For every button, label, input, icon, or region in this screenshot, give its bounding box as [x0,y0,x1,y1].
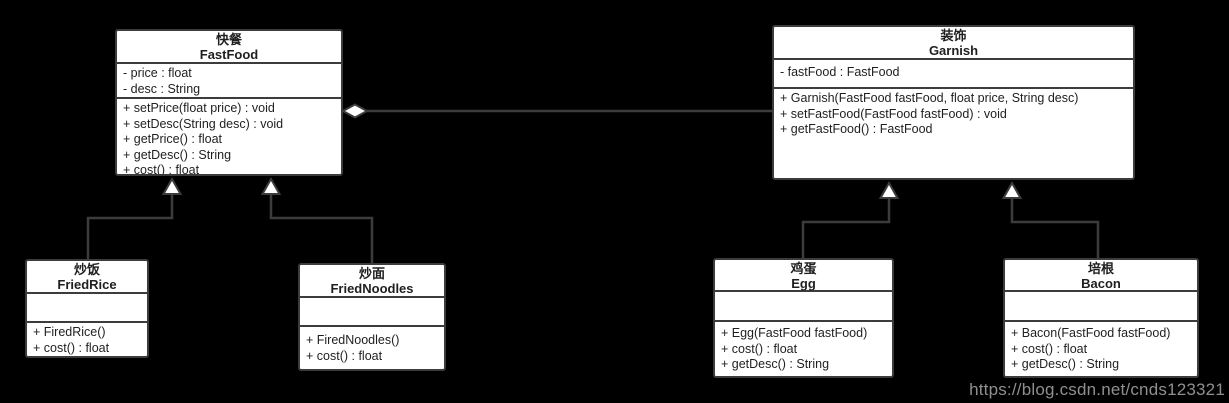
class-node-bacon: 培根 Bacon + Bacon(FastFood fastFood) + co… [1003,258,1199,378]
method-line: + cost() : float [306,348,383,363]
class-node-garnish: 装饰 Garnish - fastFood : FastFood + Garni… [772,25,1135,180]
class-garnish-attributes: - fastFood : FastFood [774,60,1133,89]
method-line: + getDesc() : String [721,357,830,371]
generalization-edge-egg-garnish [801,180,900,258]
aggregation-edge-garnish-fastfood [340,103,772,119]
method-line: + Bacon(FastFood fastFood) [1011,326,1171,340]
method-line: + setDesc(String desc) : void [123,116,284,131]
class-bacon-name-en: Bacon [1081,276,1121,291]
class-fastfood-name-en: FastFood [199,47,259,62]
class-friednoodles-name-zh: 炒面 [358,266,385,281]
method-line: + cost() : float [1011,341,1088,356]
class-garnish-name-zh: 装饰 [940,28,967,43]
method-line: + Garnish(FastFood fastFood, float price… [780,91,1079,105]
class-garnish-methods: + Garnish(FastFood fastFood, float price… [774,89,1133,178]
method-line: + cost() : float [123,163,200,176]
inheritance-arrowhead-icon [1001,180,1023,199]
generalization-edge-friednoodles-fastfood [260,176,374,263]
class-fastfood-name-zh: 快餐 [215,32,242,47]
method-line: + FiredRice() [33,325,106,339]
class-friednoodles-title: 炒面 FriedNoodles [300,265,444,298]
inheritance-arrowhead-icon [161,176,183,195]
class-node-fastfood: 快餐 FastFood - price : float - desc : Str… [115,29,343,176]
inheritance-arrowhead-icon [260,176,282,195]
class-node-egg: 鸡蛋 Egg + Egg(FastFood fastFood) + cost()… [713,258,894,378]
class-egg-attributes-empty [715,292,892,322]
class-bacon-methods: + Bacon(FastFood fastFood) + cost() : fl… [1005,322,1197,376]
method-line: + setFastFood(FastFood fastFood) : void [780,106,1007,121]
class-egg-title: 鸡蛋 Egg [715,260,892,292]
class-egg-methods: + Egg(FastFood fastFood) + cost() : floa… [715,322,892,376]
class-node-friednoodles: 炒面 FriedNoodles + FiredNoodles() + cost(… [298,263,446,371]
class-egg-name-zh: 鸡蛋 [790,261,817,276]
class-garnish-title: 装饰 Garnish [774,27,1133,60]
aggregation-diamond-icon [340,103,370,119]
class-node-friedrice: 炒饭 FriedRice + FiredRice() + cost() : fl… [25,259,149,358]
method-line: + getFastFood() : FastFood [780,122,933,136]
class-fastfood-attributes: - price : float - desc : String [117,64,341,99]
inheritance-arrowhead-icon [878,180,900,199]
class-friednoodles-name-en: FriedNoodles [330,281,414,296]
class-friednoodles-attributes-empty [300,298,444,327]
attribute-line: - fastFood : FastFood [780,65,900,79]
class-friedrice-methods: + FiredRice() + cost() : float [27,323,147,356]
method-line: + FiredNoodles() [306,333,400,347]
attribute-line: - desc : String [123,81,201,96]
method-line: + setPrice(float price) : void [123,101,275,115]
class-friedrice-name-en: FriedRice [57,277,117,292]
method-line: + Egg(FastFood fastFood) [721,326,868,340]
method-line: + cost() : float [721,341,798,356]
class-bacon-attributes-empty [1005,292,1197,322]
method-line: + cost() : float [33,340,110,355]
attribute-line: - price : float [123,66,192,80]
class-fastfood-title: 快餐 FastFood [117,31,341,64]
method-line: + getDesc() : String [1011,357,1120,371]
class-friedrice-name-zh: 炒饭 [73,262,100,277]
csdn-watermark: https://blog.csdn.net/cnds123321 [969,380,1225,399]
class-friedrice-attributes-empty [27,294,147,323]
method-line: + getPrice() : float [123,132,222,146]
class-bacon-name-zh: 培根 [1087,261,1114,276]
class-friednoodles-methods: + FiredNoodles() + cost() : float [300,327,444,369]
class-garnish-name-en: Garnish [928,43,979,58]
class-fastfood-methods: + setPrice(float price) : void + setDesc… [117,99,341,176]
generalization-edge-friedrice-fastfood [86,176,183,259]
method-line: + getDesc() : String [123,147,232,162]
class-friedrice-title: 炒饭 FriedRice [27,261,147,294]
class-bacon-title: 培根 Bacon [1005,260,1197,292]
class-egg-name-en: Egg [791,276,816,291]
generalization-edge-bacon-garnish [1001,180,1100,258]
